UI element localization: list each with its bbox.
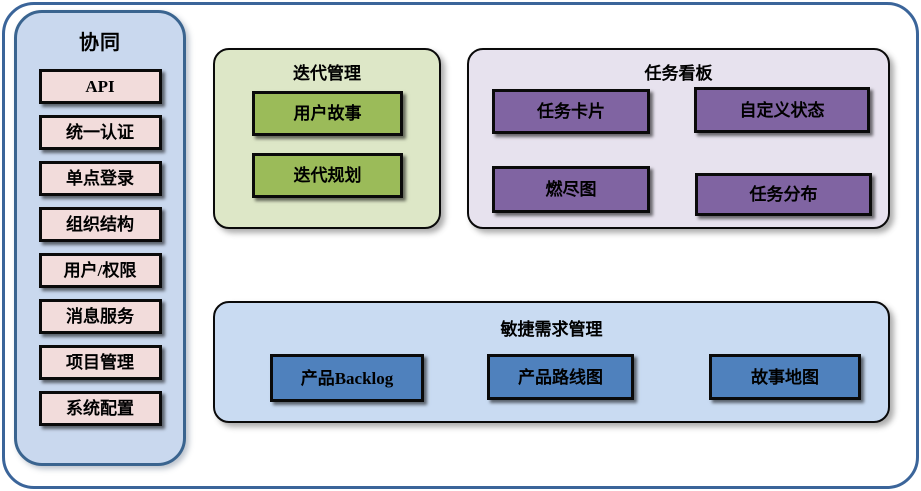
node-burndown-chart: 燃尽图	[492, 166, 650, 213]
agile-requirements-panel: 敏捷需求管理 产品Backlog 产品路线图 故事地图	[213, 301, 890, 423]
task-kanban-panel: 任务看板 任务卡片 自定义状态 燃尽图 任务分布	[467, 48, 890, 229]
node-user-story: 用户故事	[252, 91, 403, 136]
node-task-card: 任务卡片	[492, 89, 650, 134]
node-product-backlog: 产品Backlog	[270, 354, 424, 402]
node-api: API	[38, 69, 162, 104]
node-task-distribution: 任务分布	[695, 173, 872, 216]
node-message-service: 消息服务	[38, 299, 162, 334]
collaboration-item-list: API 统一认证 单点登录 组织结构 用户/权限 消息服务 项目管理 系统配置	[17, 69, 183, 426]
collaboration-panel: 协同 API 统一认证 单点登录 组织结构 用户/权限 消息服务 项目管理 系统…	[14, 10, 186, 466]
node-system-config: 系统配置	[38, 391, 162, 426]
node-unified-auth: 统一认证	[38, 115, 162, 150]
node-iteration-planning: 迭代规划	[252, 153, 403, 198]
node-user-permission: 用户/权限	[38, 253, 162, 288]
node-org-structure: 组织结构	[38, 207, 162, 242]
node-custom-status: 自定义状态	[694, 87, 870, 133]
node-product-roadmap: 产品路线图	[487, 354, 634, 400]
agile-requirements-title: 敏捷需求管理	[500, 320, 603, 339]
iteration-management-title: 迭代管理	[293, 64, 361, 83]
iteration-management-panel: 迭代管理 用户故事 迭代规划	[213, 48, 441, 229]
node-story-map: 故事地图	[709, 354, 861, 400]
node-project-management: 项目管理	[38, 345, 162, 380]
collaboration-panel-title: 协同	[79, 32, 121, 54]
task-kanban-title: 任务看板	[644, 64, 713, 83]
node-single-sign-on: 单点登录	[38, 161, 162, 196]
